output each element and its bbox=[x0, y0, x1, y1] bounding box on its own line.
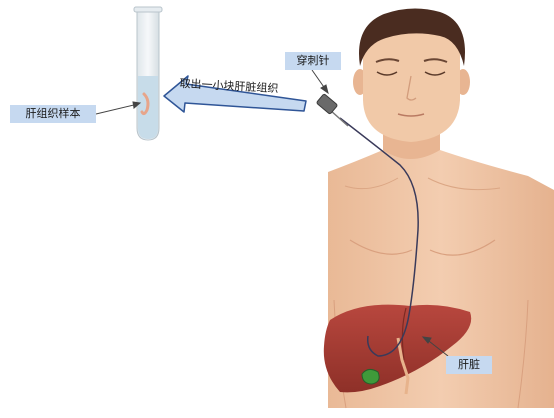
pointer-lines bbox=[95, 69, 449, 357]
tissue-sample bbox=[140, 92, 150, 116]
chest-contour bbox=[349, 239, 413, 255]
biopsy-needle bbox=[316, 93, 419, 357]
liver-lobe-divide bbox=[401, 307, 407, 361]
needle-shaft bbox=[329, 109, 349, 127]
gallbladder bbox=[361, 368, 380, 385]
liver bbox=[323, 304, 472, 395]
hair bbox=[359, 8, 465, 67]
arm-crease-right bbox=[517, 299, 529, 409]
face bbox=[363, 22, 460, 142]
tube-rim bbox=[133, 6, 163, 13]
needle-wire bbox=[339, 117, 419, 357]
eyebrow-right bbox=[423, 58, 448, 63]
needle-handle bbox=[316, 93, 338, 115]
hepatic-duct bbox=[396, 337, 410, 395]
sample-pointer bbox=[95, 103, 139, 115]
needle-label: 穿刺针 bbox=[285, 52, 341, 70]
clavicle-left bbox=[344, 177, 399, 190]
extraction-arrow-shape bbox=[163, 75, 307, 113]
eyebrow-left bbox=[375, 58, 400, 63]
liver-label: 肝脏 bbox=[446, 356, 492, 374]
eye-left bbox=[376, 71, 398, 76]
chest-contour-right bbox=[429, 239, 496, 256]
mouth bbox=[397, 113, 425, 117]
extraction-arrow bbox=[163, 75, 307, 113]
needle-pointer-head bbox=[320, 84, 329, 95]
clavicle-right bbox=[427, 177, 501, 191]
nose bbox=[406, 75, 417, 101]
patient-head bbox=[353, 8, 470, 142]
sample-label: 肝组织样本 bbox=[10, 105, 96, 123]
liver-body bbox=[323, 304, 472, 393]
sample-pointer-head bbox=[132, 101, 142, 109]
liver-pointer-head bbox=[421, 336, 432, 344]
eye-right bbox=[424, 71, 446, 76]
test-tube bbox=[133, 6, 163, 141]
